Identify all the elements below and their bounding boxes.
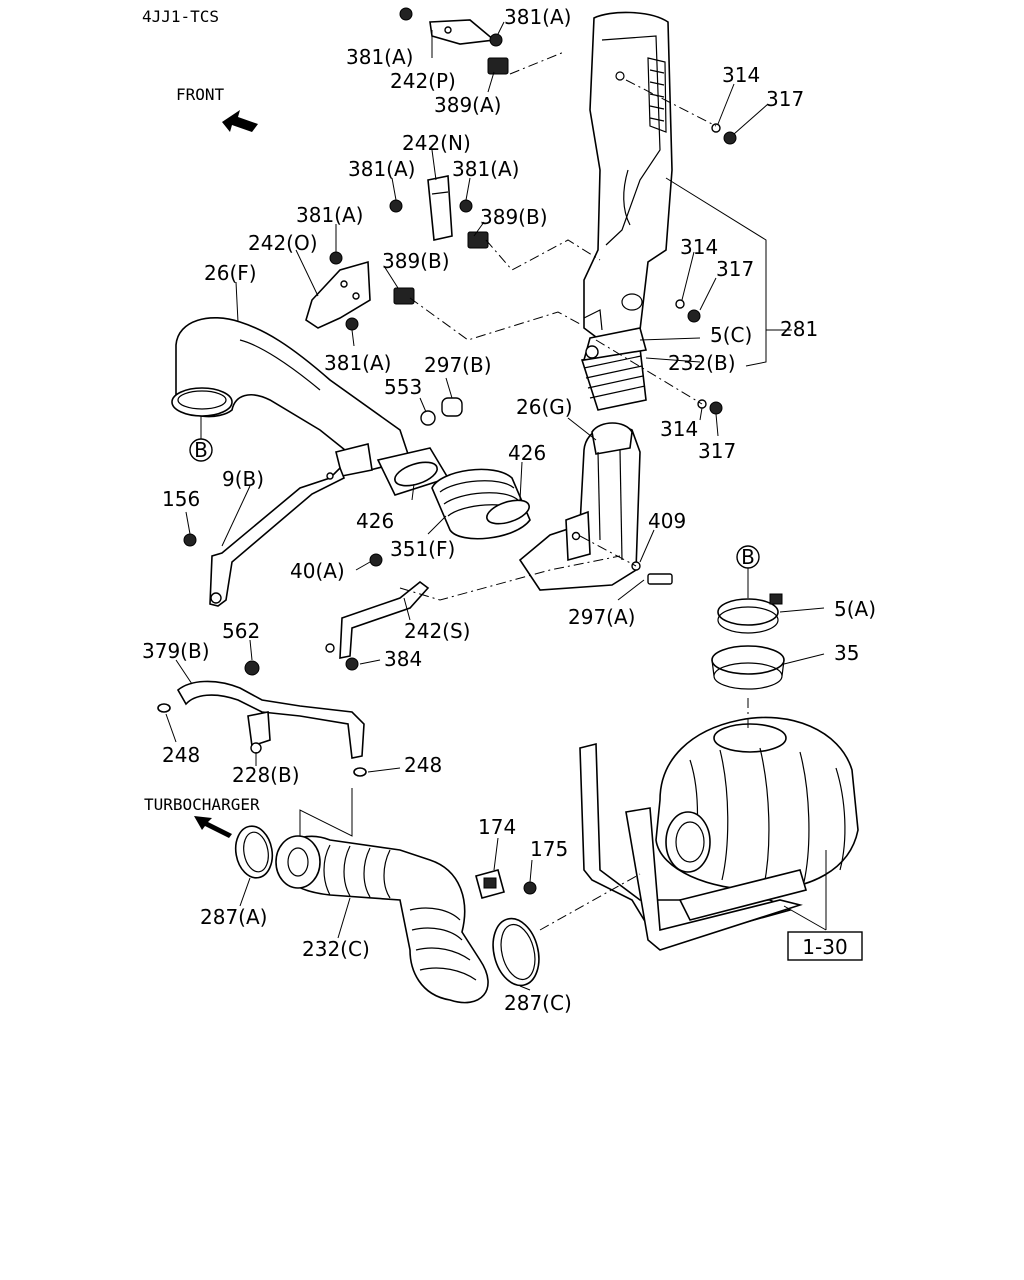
callout-381a: 381(A)	[346, 45, 413, 69]
callout-40a: 40(A)	[290, 559, 345, 583]
callout-248: 248	[404, 753, 442, 777]
callout-242p: 242(P)	[390, 69, 456, 93]
front-arrow-icon	[222, 110, 258, 132]
arrow-left-icon	[194, 816, 232, 838]
callout-562: 562	[222, 619, 260, 643]
marker-b-duct: B	[189, 416, 213, 462]
callout-287c: 287(C)	[504, 991, 572, 1015]
callout-281: 281	[780, 317, 818, 341]
air-cleaner-assembly	[579, 716, 859, 951]
callout-232c: 232(C)	[302, 937, 370, 961]
duct-26f	[171, 317, 412, 477]
reference-box: 1-30	[787, 931, 863, 961]
callout-242s: 242(S)	[404, 619, 470, 643]
duct-26g	[518, 422, 641, 591]
marker-b-label-1: B	[194, 438, 208, 462]
callout-175: 175	[530, 837, 568, 861]
marker-b-label-2: B	[741, 545, 755, 569]
callout-228b: 228(B)	[232, 763, 300, 787]
callout-317: 317	[698, 439, 736, 463]
callout-248: 248	[162, 743, 200, 767]
bracket-242o	[305, 260, 371, 329]
rubber-mounts	[393, 57, 509, 305]
part-callouts: 381(A) 381(A) 242(P) 389(A) 314 317 242(…	[142, 5, 876, 1015]
leader-lines	[165, 21, 827, 991]
assembly-paths	[299, 51, 749, 931]
bracket-242s	[325, 580, 430, 659]
hose-232c	[275, 835, 489, 1004]
callout-242o: 242(O)	[248, 231, 318, 255]
callout-9b: 9(B)	[222, 467, 264, 491]
callout-297a: 297(A)	[568, 605, 635, 629]
callout-389b: 389(B)	[480, 205, 548, 229]
ref-box-label: 1-30	[802, 935, 847, 959]
bellows-232b	[580, 327, 648, 411]
snorkel-duct-281	[583, 11, 673, 341]
callout-384: 384	[384, 647, 422, 671]
sensor-174	[475, 869, 505, 899]
front-label: FRONT	[176, 85, 225, 104]
bracket-242n	[427, 175, 453, 241]
callout-381a: 381(A)	[452, 157, 519, 181]
bracket-9b	[209, 466, 346, 607]
bracket-242p	[429, 19, 496, 45]
marker-b-clamp: B	[736, 545, 760, 598]
callout-156: 156	[162, 487, 200, 511]
callout-297b: 297(B)	[424, 353, 492, 377]
callout-389b: 389(B)	[382, 249, 450, 273]
front-indicator: FRONT	[176, 85, 258, 132]
callout-232b: 232(B)	[668, 351, 736, 375]
callout-35: 35	[834, 641, 859, 665]
callout-379b: 379(B)	[142, 639, 210, 663]
clamp-287a	[234, 825, 274, 879]
model-code-label: 4JJ1-TCS	[142, 7, 219, 26]
callout-317: 317	[766, 87, 804, 111]
clamp-5a	[717, 593, 783, 634]
turbocharger-note: TURBOCHARGER	[144, 795, 260, 838]
callout-314: 314	[680, 235, 718, 259]
callout-5a: 5(A)	[834, 597, 876, 621]
callout-5c: 5(C)	[710, 323, 752, 347]
callout-242n: 242(N)	[402, 131, 471, 155]
callout-26f: 26(F)	[204, 261, 257, 285]
callout-26g: 26(G)	[516, 395, 573, 419]
callout-317: 317	[716, 257, 754, 281]
turbocharger-label: TURBOCHARGER	[144, 795, 260, 814]
callout-553: 553	[384, 375, 422, 399]
callout-351f: 351(F)	[390, 537, 455, 561]
callout-381a: 381(A)	[348, 157, 415, 181]
callout-287a: 287(A)	[200, 905, 267, 929]
callout-314: 314	[722, 63, 760, 87]
callout-426: 426	[356, 509, 394, 533]
callout-381a: 381(A)	[296, 203, 363, 227]
callout-174: 174	[478, 815, 516, 839]
callout-381a: 381(A)	[504, 5, 571, 29]
callout-314: 314	[660, 417, 698, 441]
callout-389a: 389(A)	[434, 93, 501, 117]
callout-426: 426	[508, 441, 546, 465]
clamp-287c	[492, 917, 540, 987]
hose-379b	[157, 680, 367, 777]
hose-351f	[376, 447, 531, 540]
fasteners	[183, 7, 737, 895]
callout-409: 409	[648, 509, 686, 533]
ring-35	[711, 645, 785, 690]
callout-381a: 381(A)	[324, 351, 391, 375]
